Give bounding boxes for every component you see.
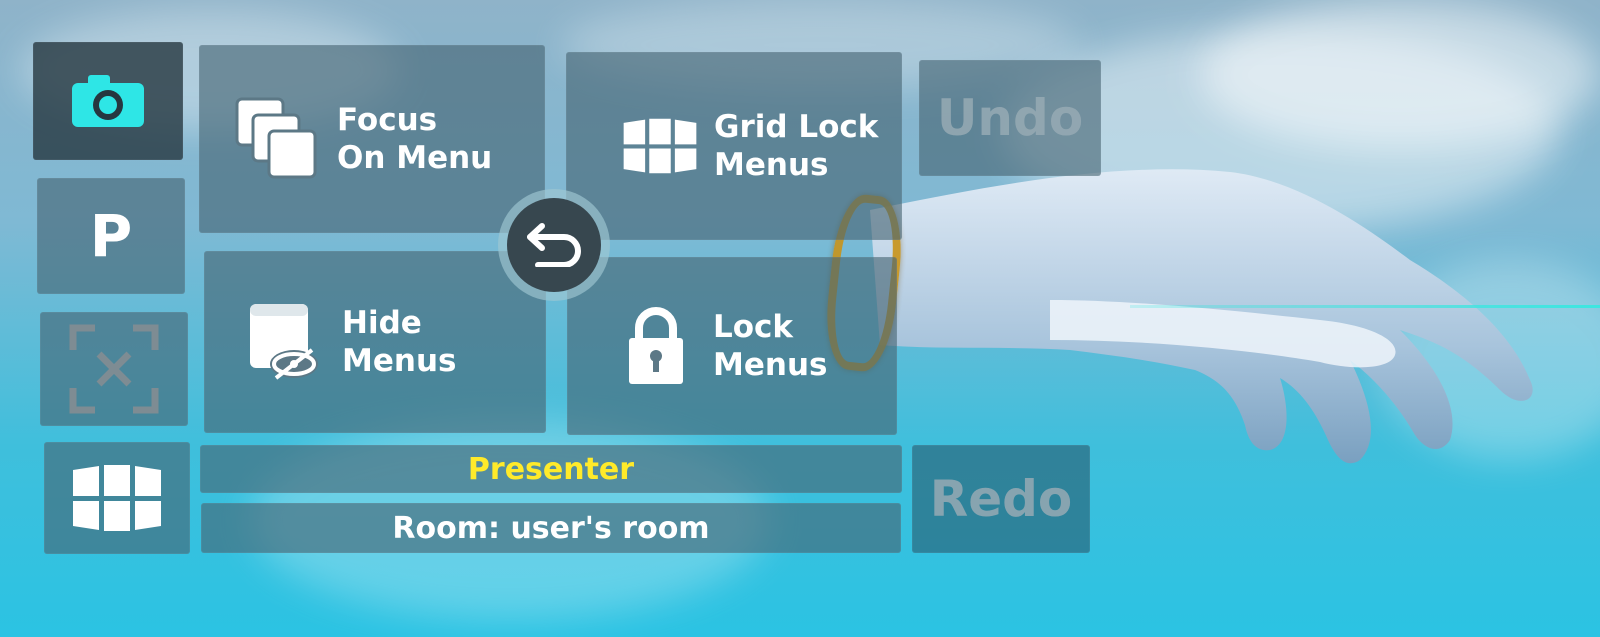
focus-on-menu-label: Focus On Menu — [337, 102, 493, 176]
room-bar: Room: user's room — [201, 503, 901, 553]
hide-window-icon — [248, 302, 320, 382]
lock-menus-label: Lock Menus — [713, 309, 828, 383]
redo-label: Redo — [929, 470, 1073, 528]
presenter-bar: Presenter — [200, 445, 902, 493]
grid-lock-menus-button[interactable]: Grid Lock Menus — [566, 52, 902, 240]
room-label: Room: user's room — [392, 510, 710, 546]
presenter-label: Presenter — [467, 451, 635, 487]
hide-menus-button[interactable]: Hide Menus — [204, 251, 546, 433]
redo-button[interactable]: Redo — [912, 445, 1090, 553]
undo-label: Undo — [936, 89, 1084, 147]
hide-menus-label: Hide Menus — [342, 305, 457, 379]
grid-panels-icon — [71, 462, 163, 534]
grid-lock-menus-label: Grid Lock Menus — [714, 109, 879, 183]
user-hand — [870, 169, 1533, 464]
grid-layout-button[interactable] — [44, 442, 190, 554]
back-arrow-icon — [524, 223, 584, 267]
close-frame-icon — [69, 324, 159, 414]
focus-on-menu-button[interactable]: Focus On Menu — [199, 45, 545, 233]
back-button[interactable] — [498, 189, 610, 301]
pointer-beam — [1130, 305, 1600, 308]
camera-icon — [70, 73, 146, 129]
p-label: P — [89, 202, 133, 270]
grid-panels-icon — [622, 116, 698, 176]
presenter-p-button[interactable]: P — [37, 178, 185, 294]
undo-button[interactable]: Undo — [919, 60, 1101, 176]
lock-icon — [627, 306, 685, 386]
close-frame-button[interactable] — [40, 312, 188, 426]
stacked-windows-icon — [235, 97, 319, 181]
lock-menus-button[interactable]: Lock Menus — [567, 257, 897, 435]
camera-button[interactable] — [33, 42, 183, 160]
